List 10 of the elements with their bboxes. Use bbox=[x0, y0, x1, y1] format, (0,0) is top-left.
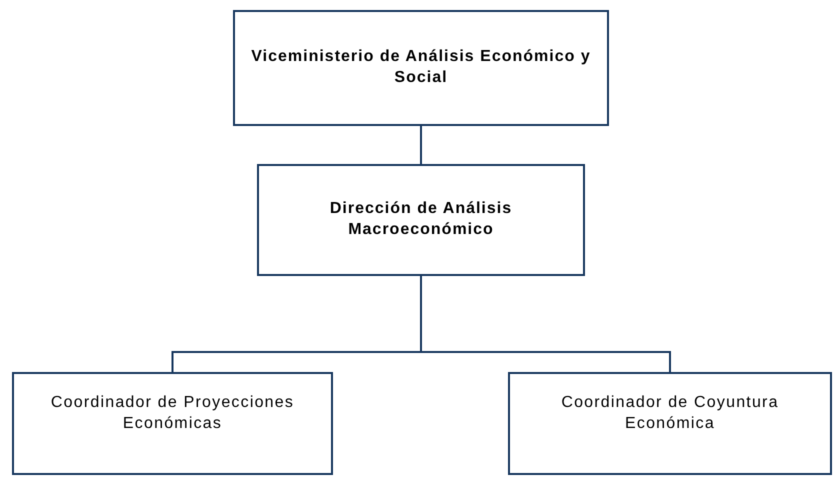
org-box bbox=[233, 10, 609, 126]
unit-name: Coordinador de Proyecciones Económicas bbox=[50, 392, 296, 434]
org-box bbox=[257, 164, 585, 276]
unit-name: Dirección de Análisis Macroeconómico bbox=[328, 199, 514, 240]
org-box bbox=[12, 372, 333, 475]
unit-name: Viceministerio de Análisis Económico y Social bbox=[250, 47, 592, 88]
connector-line bbox=[420, 126, 422, 164]
org-box bbox=[508, 372, 832, 475]
unit-name: Coordinador de Coyuntura Económica bbox=[560, 392, 780, 434]
connector-line bbox=[420, 276, 671, 372]
